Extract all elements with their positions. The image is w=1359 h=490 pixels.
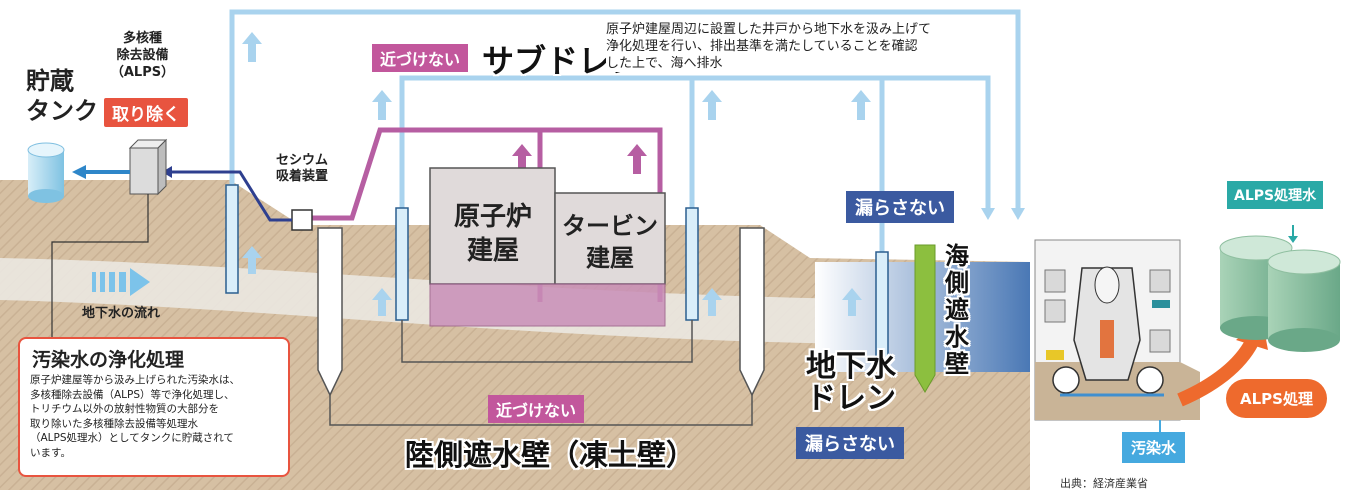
groundwater-drain-label: 地下水 ドレン: [806, 349, 896, 416]
purification-note-title: 汚染水の浄化処理: [32, 349, 185, 371]
contaminated-water-label: 汚染水: [1122, 432, 1186, 463]
storage-tank-shape: [27, 142, 65, 203]
groundwater-flow-label: 地下水の流れ: [82, 306, 161, 321]
building-lower: [429, 283, 666, 327]
storage-tank-label: 貯蔵 タンク: [26, 67, 98, 125]
purification-note-body: 原子炉建屋等から汲み上げられた汚染水は、 多核種除去設備（ALPS）等で浄化処理…: [30, 374, 240, 459]
reactor-building-label: 原子炉 建屋: [453, 202, 532, 266]
purification-note: 汚染水の浄化処理 原子炉建屋等から汲み上げられた汚染水は、 多核種除去設備（AL…: [18, 337, 290, 477]
source-credit: 出典：経済産業省: [1060, 477, 1148, 490]
cesium-device: [291, 209, 313, 231]
sea-wall-label: 海 側 遮 水 壁: [945, 242, 969, 378]
alps-unit: [128, 138, 168, 196]
turbine-building-label: タービン 建屋: [562, 212, 658, 272]
no-leak-bottom-label: 漏らさない: [796, 427, 904, 459]
cesium-label: セシウム 吸着装置: [276, 153, 329, 184]
no-approach-top-label: 近づけない: [372, 44, 469, 72]
alps-treatment-label: ALPS処理: [1226, 379, 1327, 418]
turbine-building-body: [554, 192, 666, 285]
reactor-cross-section: [1034, 239, 1200, 421]
remove-label: 取り除く: [104, 98, 188, 127]
no-approach-bottom-label: 近づけない: [488, 395, 585, 423]
alps-facility-label: 多核種 除去設備 （ALPS）: [110, 31, 175, 80]
alps-treated-water-label: ALPS処理水: [1227, 181, 1324, 209]
land-wall-label: 陸側遮水壁（凍土壁）: [405, 438, 696, 472]
sea-wall-shape: [914, 244, 936, 393]
no-leak-top-label: 漏らさない: [846, 191, 954, 223]
alps-water-tanks: [1219, 235, 1341, 352]
subdrain-note: 原子炉建屋周辺に設置した井戸から地下水を汲み上げて 浄化処理を行い、排出基準を満…: [606, 21, 932, 72]
